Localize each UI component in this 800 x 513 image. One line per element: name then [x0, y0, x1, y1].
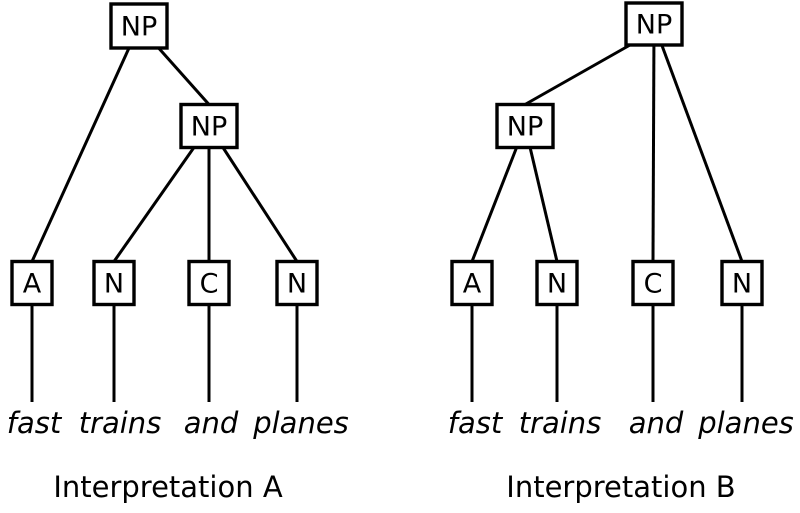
tree-node-box — [535, 259, 579, 307]
tree-edge — [651, 44, 656, 262]
tree-node-box — [10, 259, 54, 307]
tree-node-box — [495, 102, 555, 150]
tree-node-label: N — [104, 269, 124, 300]
tree-node-label: A — [23, 269, 42, 300]
tree-node-box — [92, 259, 136, 307]
tree-edge — [528, 147, 559, 262]
tree-node-label: C — [200, 269, 219, 300]
tree-node-label: N — [287, 269, 307, 300]
tree-edge — [221, 146, 299, 263]
terminal-word: planes — [697, 406, 794, 440]
tree-node-box — [631, 259, 675, 307]
tree-node-box — [275, 259, 319, 307]
tree-node-label: N — [547, 269, 567, 300]
tree-node-box — [720, 259, 764, 307]
terminal-word: trains — [79, 406, 162, 440]
terminal-word: planes — [252, 406, 349, 440]
tree-edge — [30, 47, 131, 263]
tree-node-label: A — [463, 269, 482, 300]
terminal-word: and — [184, 406, 239, 440]
tree-node-label: NP — [191, 112, 227, 143]
terminal-word: fast — [448, 406, 504, 440]
tree-caption: Interpretation B — [506, 470, 735, 504]
tree-node-box — [624, 1, 684, 47]
tree-edge — [524, 43, 631, 106]
terminal-word: fast — [7, 406, 63, 440]
terminal-word: and — [629, 406, 684, 440]
tree-node-label: NP — [121, 12, 157, 43]
tree-node-box — [179, 102, 239, 150]
tree-edge — [660, 44, 744, 263]
tree-node-label: C — [644, 269, 663, 300]
terminal-word: trains — [519, 406, 602, 440]
tree-node-label: NP — [507, 112, 543, 143]
tree-node-box — [187, 259, 231, 307]
tree-edge — [470, 146, 518, 263]
tree-node-box — [109, 2, 169, 50]
tree-caption: Interpretation A — [53, 470, 283, 504]
tree-node-box — [450, 259, 494, 307]
tree-node-label: NP — [636, 10, 672, 41]
tree-edge — [112, 146, 196, 263]
tree-node-label: N — [732, 269, 752, 300]
tree-edge — [157, 47, 211, 106]
